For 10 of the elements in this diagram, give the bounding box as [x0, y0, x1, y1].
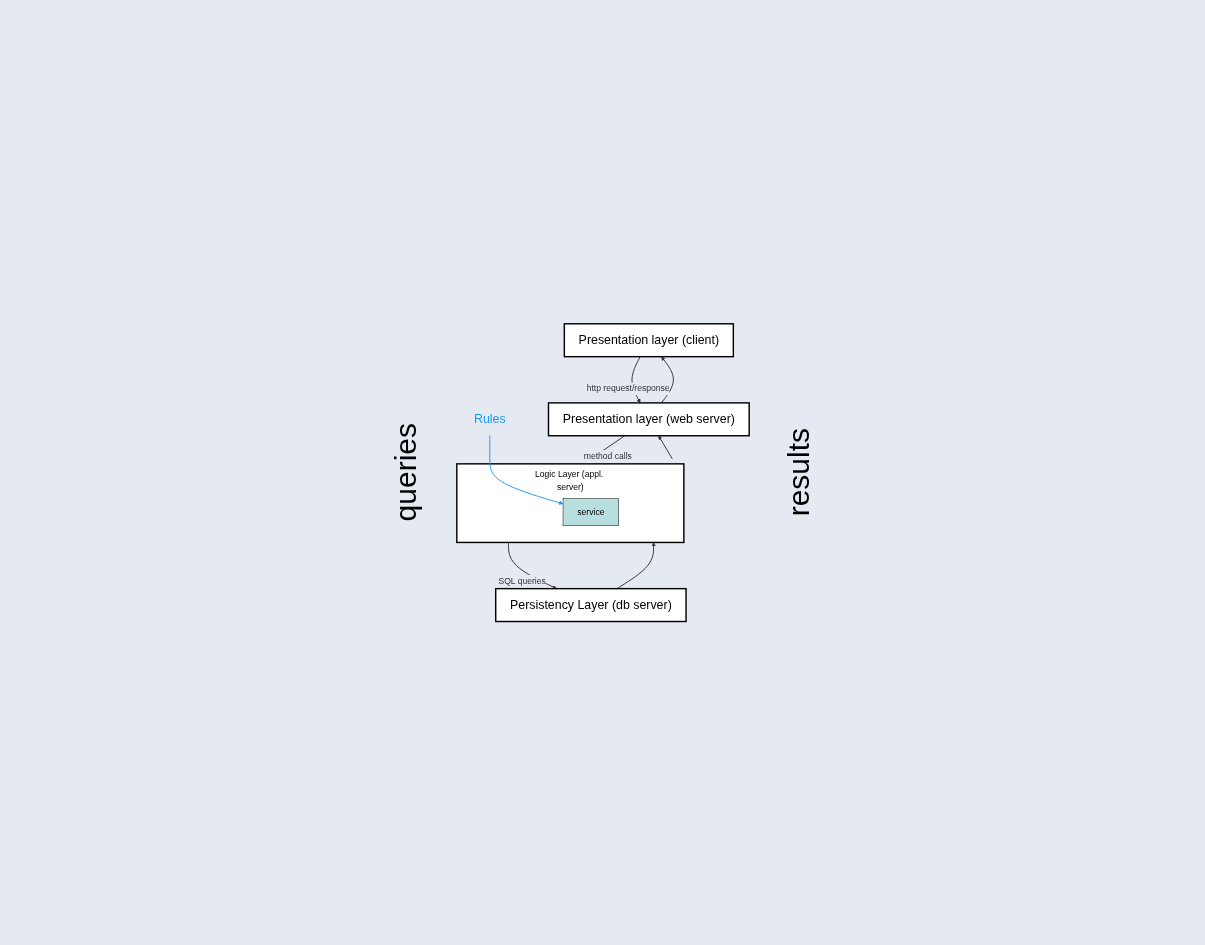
node-box: Persistency Layer (db server) — [494, 587, 687, 623]
node-text: Rules — [473, 411, 506, 427]
edge-label: http request/response — [586, 383, 670, 394]
side-label: results — [782, 428, 817, 517]
edge-label: method calls — [583, 451, 632, 461]
node-box: Presentation layer (web server) — [547, 402, 750, 437]
side-label: queries — [388, 423, 423, 522]
edge-label: SQL queries — [497, 575, 546, 586]
node-box: Presentation layer (client) — [563, 322, 734, 358]
node-box: service — [562, 498, 619, 526]
